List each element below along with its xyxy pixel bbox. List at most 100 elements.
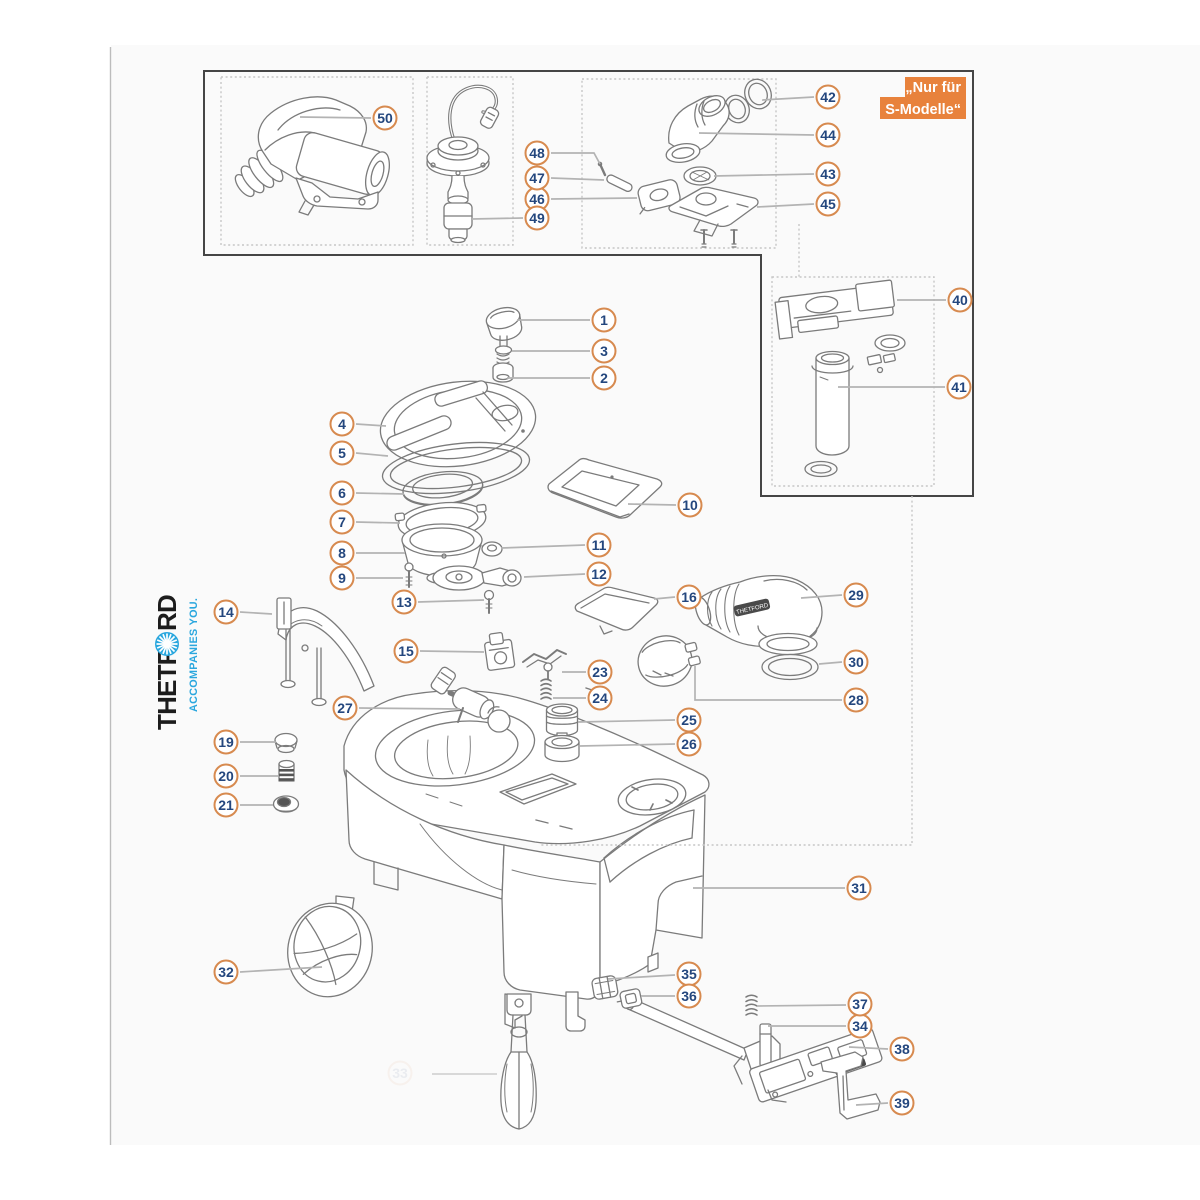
callout-9-circle — [329, 565, 355, 591]
part-34-axle-drawing — [624, 996, 781, 1073]
callout-7: 7 — [329, 509, 355, 535]
callout-8-circle — [329, 540, 355, 566]
part-39-lever-drawing — [820, 1051, 881, 1120]
part-3-stem-drawing — [494, 335, 513, 365]
callout-36-circle — [676, 983, 702, 1009]
part-29-spout-drawing: THETFORD — [694, 575, 823, 656]
part-1-knob-drawing — [485, 306, 523, 341]
leader-line-15 — [419, 650, 485, 653]
callout-32-number: 32 — [218, 964, 234, 980]
callout-50-circle — [372, 105, 398, 131]
callout-9: 9 — [329, 565, 355, 591]
logo-text-post: RD — [152, 595, 182, 631]
leader-line-28 — [694, 666, 842, 701]
callout-35: 35 — [676, 961, 702, 987]
callout-9-number: 9 — [338, 570, 346, 586]
leader-line-48 — [551, 152, 601, 165]
part-9-screw-drawing — [404, 562, 414, 588]
callout-13-number: 13 — [396, 594, 412, 610]
badge-bg-line2 — [880, 97, 966, 119]
callout-15: 15 — [393, 638, 419, 664]
callout-5: 5 — [329, 440, 355, 466]
leader-line-46 — [550, 197, 638, 200]
callout-25-number: 25 — [681, 712, 697, 728]
callout-29-circle — [843, 582, 869, 608]
part-35-nut-drawing — [591, 975, 619, 1000]
part-45-screws-drawing — [700, 229, 738, 248]
part-30-oring-drawing — [761, 653, 819, 681]
callout-29-number: 29 — [848, 587, 864, 603]
callout-31: 31 — [846, 875, 872, 901]
leader-line-30 — [818, 661, 843, 665]
callout-41-number: 41 — [951, 379, 967, 395]
callout-40: 40 — [947, 287, 973, 313]
callout-45: 45 — [815, 191, 841, 217]
part-13-screw-drawing — [483, 589, 495, 614]
callout-21: 21 — [213, 792, 239, 818]
part-37-spring-drawing — [745, 994, 758, 1016]
callout-44-number: 44 — [820, 127, 836, 143]
callout-40-circle — [947, 287, 973, 313]
callout-37-circle — [847, 991, 873, 1017]
callout-31-circle — [846, 875, 872, 901]
leader-line-25 — [577, 719, 676, 723]
callout-24: 24 — [587, 685, 613, 711]
callout-46-number: 46 — [529, 191, 545, 207]
callout-16-number: 16 — [681, 589, 697, 605]
part-36-clamp-drawing — [616, 988, 643, 1009]
callout-36-number: 36 — [681, 988, 697, 1004]
callout-19: 19 — [213, 729, 239, 755]
callout-6: 6 — [329, 480, 355, 506]
callout-26-circle — [676, 731, 702, 757]
callout-6-number: 6 — [338, 485, 346, 501]
callout-27-number: 27 — [337, 700, 353, 716]
s-models-badge: „Nur für S-Modelle“ — [880, 77, 966, 119]
leader-line-14 — [239, 611, 273, 615]
badge-text-line2: S-Modelle“ — [885, 102, 961, 118]
callout-4-number: 4 — [338, 416, 346, 432]
callout-23-circle — [587, 659, 613, 685]
callout-1: 1 — [591, 307, 617, 333]
leader-line-6 — [355, 492, 405, 495]
callout-47-circle — [524, 165, 550, 191]
part-4-lid-drawing — [379, 380, 537, 468]
callout-23-number: 23 — [592, 664, 608, 680]
callout-45-number: 45 — [820, 196, 836, 212]
callout-38-circle — [889, 1036, 915, 1062]
callout-29: 29 — [843, 582, 869, 608]
part-32-wheel-drawing — [287, 895, 373, 998]
callout-1-number: 1 — [600, 312, 608, 328]
leader-line-32 — [239, 966, 323, 973]
callout-1-circle — [591, 307, 617, 333]
callout-15-number: 15 — [398, 643, 414, 659]
callout-10: 10 — [677, 492, 703, 518]
leader-line-29 — [800, 594, 843, 599]
part-27-filltube-drawing — [430, 666, 511, 733]
callout-34-number: 34 — [852, 1018, 868, 1034]
leader-line-10 — [627, 503, 677, 506]
callout-27: 27 — [332, 695, 358, 721]
part-10-bench-lid-drawing — [547, 457, 663, 519]
callout-5-circle — [329, 440, 355, 466]
callout-20: 20 — [213, 763, 239, 789]
callout-3-number: 3 — [600, 343, 608, 359]
callout-7-number: 7 — [338, 514, 346, 530]
callout-28-circle — [843, 687, 869, 713]
callout-41-circle — [946, 374, 972, 400]
callout-2: 2 — [591, 365, 617, 391]
part-28-cap-drawing — [637, 635, 701, 687]
callout-35-number: 35 — [681, 966, 697, 982]
leader-line-44 — [698, 132, 815, 136]
part-41-tube-drawing — [804, 350, 854, 478]
callout-43-circle — [815, 161, 841, 187]
callout-36: 36 — [676, 983, 702, 1009]
vent-kit-dashed-box — [581, 78, 777, 249]
callout-37: 37 — [847, 991, 873, 1017]
badge-text-line1: „Nur für — [905, 80, 961, 96]
dashed-connector-tank — [539, 496, 913, 846]
page-content-background — [111, 45, 1200, 1145]
callout-23: 23 — [587, 659, 613, 685]
callout-42: 42 — [815, 84, 841, 110]
part-46-cover-drawing — [637, 179, 681, 215]
callout-4: 4 — [329, 411, 355, 437]
